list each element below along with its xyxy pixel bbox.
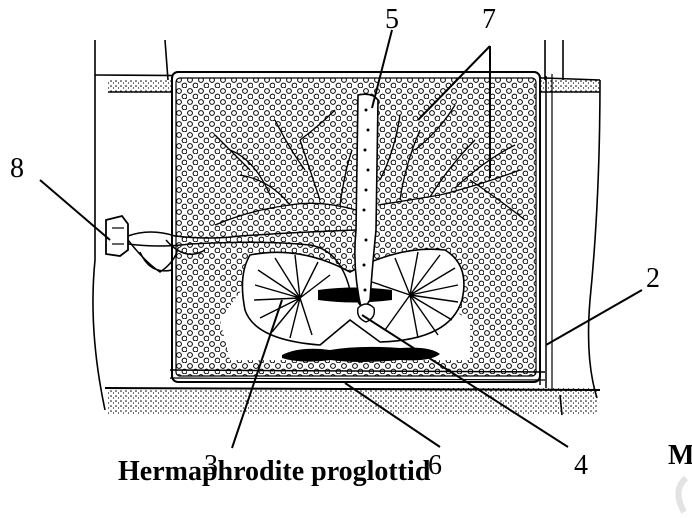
cut-off-text: M [668, 440, 692, 472]
label-excretory-canal: 2 [646, 263, 660, 294]
genital-pore [106, 216, 128, 256]
figure-caption: Hermaphrodite proglottid [118, 456, 430, 488]
label-mehlis-gland: 4 [574, 450, 588, 481]
watermark-fragment [678, 478, 686, 512]
label-genital-pore: 8 [10, 153, 24, 184]
lower-segment-boundary [108, 388, 598, 414]
label-testes: 7 [482, 4, 496, 35]
label-uterus: 5 [385, 4, 399, 35]
